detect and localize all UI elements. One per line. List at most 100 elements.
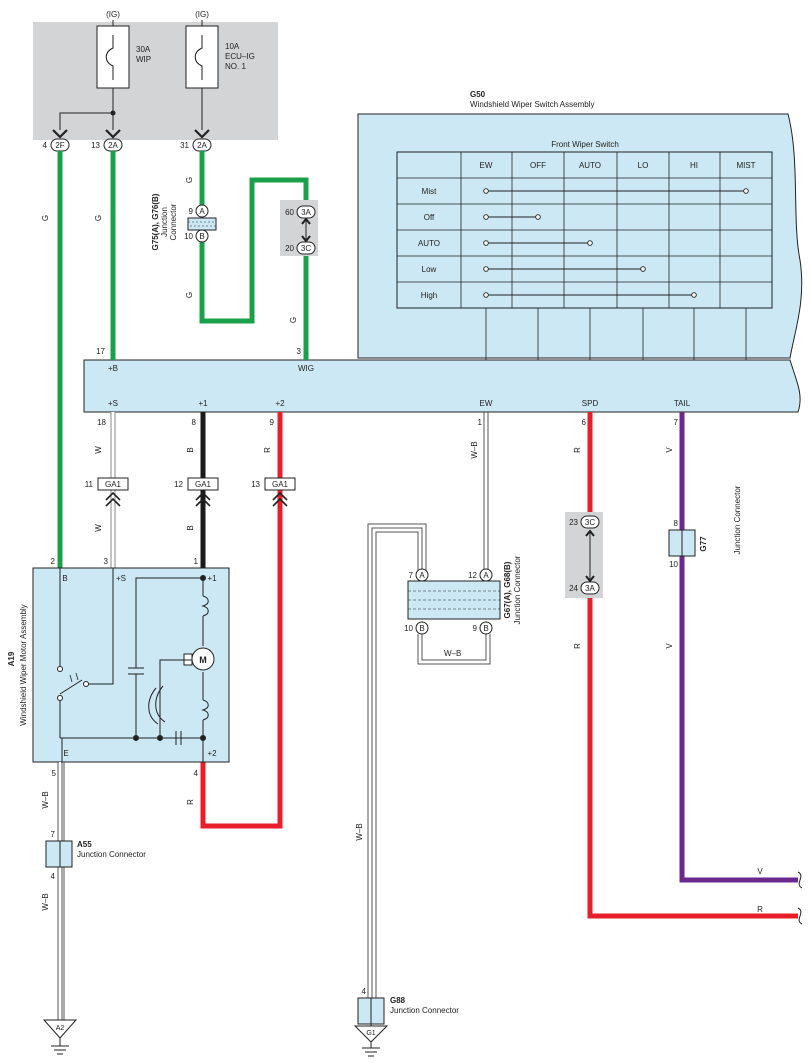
g88-code: G88 <box>390 996 406 1005</box>
g67-letter-a2: A <box>483 571 489 580</box>
ground-g1: G1 <box>353 1024 389 1057</box>
wire-label-r2: R <box>186 799 195 805</box>
g77-junction: 8 10 <box>668 519 696 569</box>
wire-label-w1: W <box>94 446 103 454</box>
col-auto: AUTO <box>579 161 601 170</box>
fuse-2-name: ECU–IG <box>225 52 255 61</box>
continuity-off <box>483 214 541 220</box>
wire-label-wb2: W–B <box>41 893 50 910</box>
g75-pin-bottom: 10 <box>184 232 193 241</box>
fuse-pin-2a-13-conn: 2A <box>108 141 118 150</box>
g50-label-plus-2: +2 <box>275 399 285 408</box>
g75-letter-top: A <box>199 207 205 216</box>
row-high: High <box>421 291 437 300</box>
row-off: Off <box>424 213 435 222</box>
row-auto: AUTO <box>418 239 440 248</box>
g75-name-1: Junction <box>160 207 169 237</box>
fuse-pin-2a-31-num: 31 <box>180 141 189 150</box>
ground-a2-label: A2 <box>56 1025 65 1032</box>
a19-label-plus-2: +2 <box>207 749 217 758</box>
col-ew: EW <box>480 161 493 170</box>
fuse-pin-2a-13-num: 13 <box>91 141 100 150</box>
conn-3c-top: 3C <box>585 518 595 527</box>
connector-3c-3a: 3C 23 3A 24 <box>565 512 603 598</box>
fuse-pin-2f-num: 4 <box>43 141 48 150</box>
wire-label-wb5: W–B <box>444 649 461 658</box>
g50-label-tail: TAIL <box>674 399 691 408</box>
a19-pin-5: 5 <box>52 769 57 778</box>
g50-pin-17: 17 <box>96 347 105 356</box>
wire-label-g3: G <box>185 177 194 183</box>
a55-junction: 7 4 <box>45 830 73 881</box>
fuse-1-rating: 30A <box>136 45 151 54</box>
fuse-1-source: (IG) <box>106 10 120 19</box>
a19-code: A19 <box>7 651 16 666</box>
continuity-mist <box>483 188 749 194</box>
g75-pin-top: 9 <box>189 207 194 216</box>
connector-3a-3c: 3A 60 3C 20 <box>280 200 318 256</box>
g77-pin-bottom: 10 <box>669 560 678 569</box>
g50-label-wig: WIG <box>298 364 314 373</box>
ga1-pin-11: 11 <box>85 480 94 489</box>
wire-wb-ew <box>483 412 489 573</box>
continuity-low <box>483 266 646 272</box>
g50-switch-body <box>357 113 803 359</box>
g67-pin-b1: 10 <box>404 624 413 633</box>
a19-label-b: B <box>62 574 67 583</box>
g50-label-plus-1: +1 <box>198 399 208 408</box>
switch-table-title: Front Wiper Switch <box>551 140 619 149</box>
g50-label-plus-b: +B <box>108 364 118 373</box>
conn-3c-bottom: 3C <box>301 244 311 253</box>
ground-g1-label: G1 <box>366 1030 375 1037</box>
ga1-name-13: GA1 <box>272 480 289 489</box>
fuse-2-source: (IG) <box>195 10 209 19</box>
wire-label-wb4: W–B <box>355 823 364 840</box>
g50-label-plus-s: +S <box>108 399 118 408</box>
g88-name: Junction Connector <box>390 1006 459 1015</box>
ga1-connector-11: GA1 11 <box>85 477 129 507</box>
g67-letter-a1: A <box>419 571 425 580</box>
g50-terminal-bar <box>83 359 801 413</box>
a55-pin-top: 7 <box>51 830 56 839</box>
ga1-pin-13: 13 <box>251 480 260 489</box>
g75-code: G75(A), G76(B) <box>151 193 160 250</box>
a55-code: A55 <box>77 840 92 849</box>
fuse-pin-2a-31-conn: 2A <box>197 141 207 150</box>
fuse-2-element <box>194 35 203 80</box>
fuse-2-rating: 10A <box>225 42 240 51</box>
wire-label-v1: V <box>665 447 674 453</box>
col-hi: HI <box>690 161 698 170</box>
a19-internal-circuit <box>57 568 215 762</box>
conn-3c-pin-bottom: 20 <box>285 244 294 253</box>
col-lo: LO <box>638 161 649 170</box>
g88-junction: 4 <box>357 987 385 1025</box>
ga1-pin-12: 12 <box>174 480 183 489</box>
g50-pin-6: 6 <box>582 418 587 427</box>
wire-label-wb3: W–B <box>470 441 479 458</box>
conn-3a-pin-top: 60 <box>285 208 294 217</box>
g50-pin-3: 3 <box>297 347 302 356</box>
g77-pin-top: 8 <box>674 519 679 528</box>
a19-label-plus-1: +1 <box>207 574 217 583</box>
wire-g-junction-loop <box>199 177 309 324</box>
g77-code: G77 <box>699 536 708 552</box>
fuse-box-background <box>33 22 278 140</box>
wire-label-r1: R <box>263 447 272 453</box>
row-low: Low <box>422 265 437 274</box>
continuity-high <box>483 292 697 298</box>
ground-a2: A2 <box>42 1019 78 1055</box>
fuse-2-name-2: NO. 1 <box>225 62 246 71</box>
g75-name-2: Connector <box>169 203 178 240</box>
wire-label-w2: W <box>94 524 103 532</box>
g67-pin-b2: 9 <box>473 624 478 633</box>
tail-wire-continuation-mark <box>797 871 803 889</box>
g50-pin-9: 9 <box>270 418 275 427</box>
continuity-auto <box>483 240 593 246</box>
wire-label-g4: G <box>185 292 194 298</box>
ga1-connector-13: GA1 13 <box>251 477 296 507</box>
conn-3a-top: 3A <box>301 208 311 217</box>
g88-pin-top: 4 <box>362 987 367 996</box>
a19-pin-4: 4 <box>194 769 199 778</box>
g67-g68-junction: A 7 A 12 B 10 B 9 <box>404 568 501 635</box>
